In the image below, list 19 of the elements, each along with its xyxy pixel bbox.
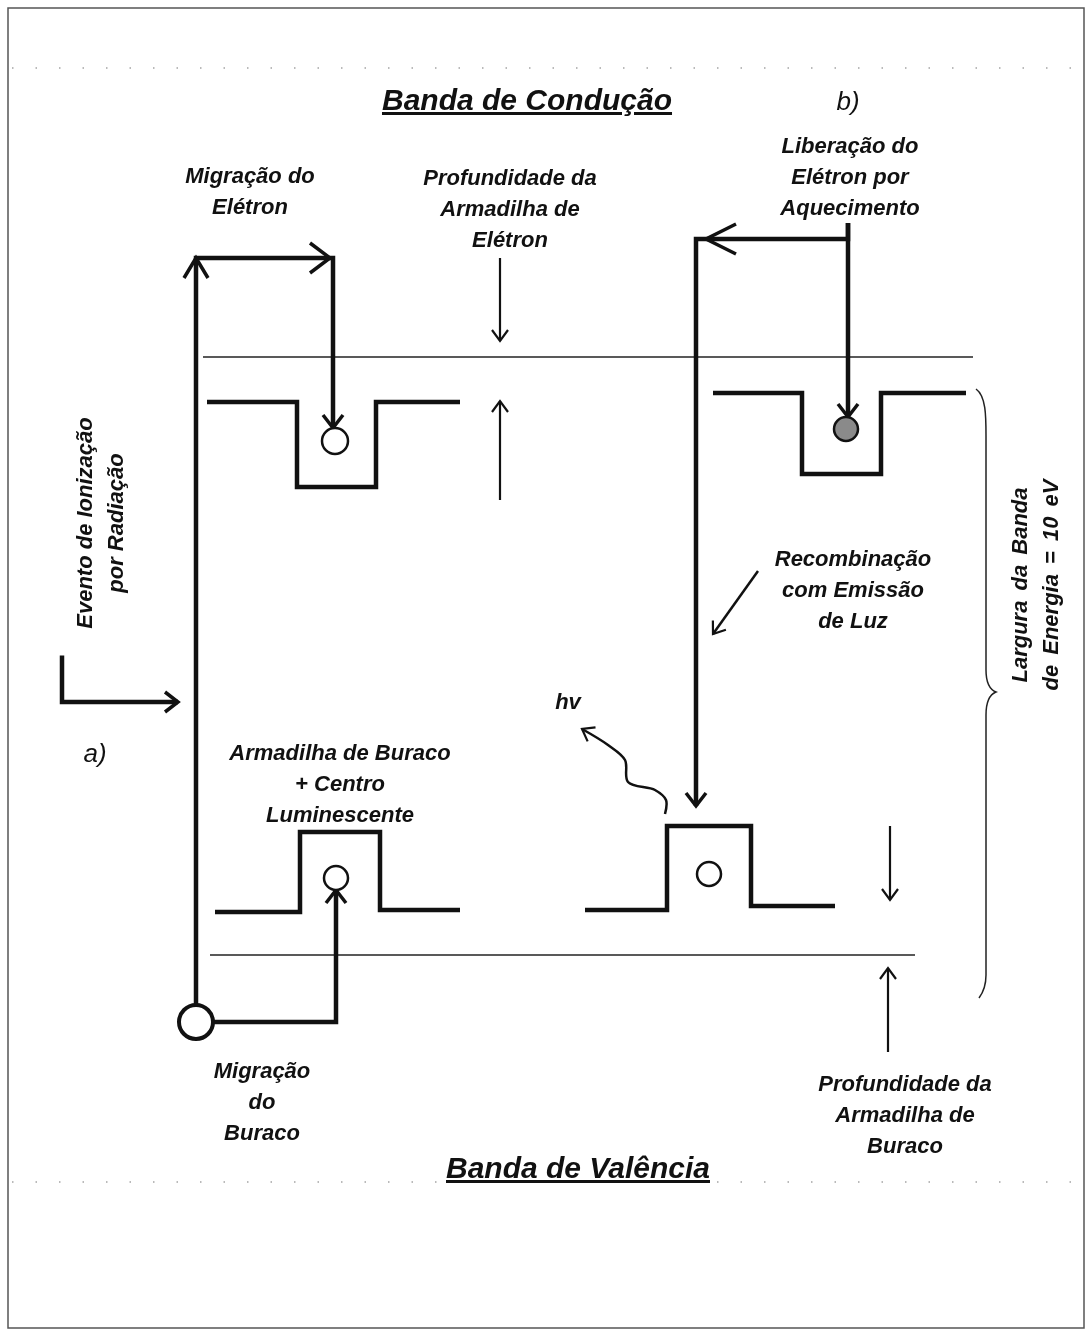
charge-circle (177, 1003, 215, 1041)
band-heading: Banda de Condução (381, 82, 673, 118)
annotation-text: Migração do Elétron (184, 162, 316, 221)
annotation-text: Evento de Ionização por Radiação (69, 410, 131, 636)
band-heading: Banda de Valência (445, 1150, 711, 1186)
charge-circle (320, 426, 350, 456)
charge-circle (322, 864, 350, 892)
annotation-text: Liberação do Elétron por Aquecimento (775, 130, 925, 223)
annotation-text: Recombinação com Emissão de Luz (770, 543, 936, 636)
annotation-text: Profundidade da Armadilha de Buraco (817, 1070, 993, 1160)
annotation-text: Profundidade da Armadilha de Elétron (422, 164, 598, 254)
trapped-electron (832, 415, 860, 443)
annotation-text: Armadilha de Buraco + Centro Luminescente (228, 739, 452, 829)
charge-circle (695, 860, 723, 888)
annotation-text: Largura da Banda de Energia = 10 eV (1006, 477, 1064, 693)
panel-label: a) (82, 738, 108, 768)
panel-label: b) (835, 86, 861, 116)
annotation-text: hv (548, 686, 588, 717)
annotation-text: Migração do Buraco (212, 1057, 312, 1147)
